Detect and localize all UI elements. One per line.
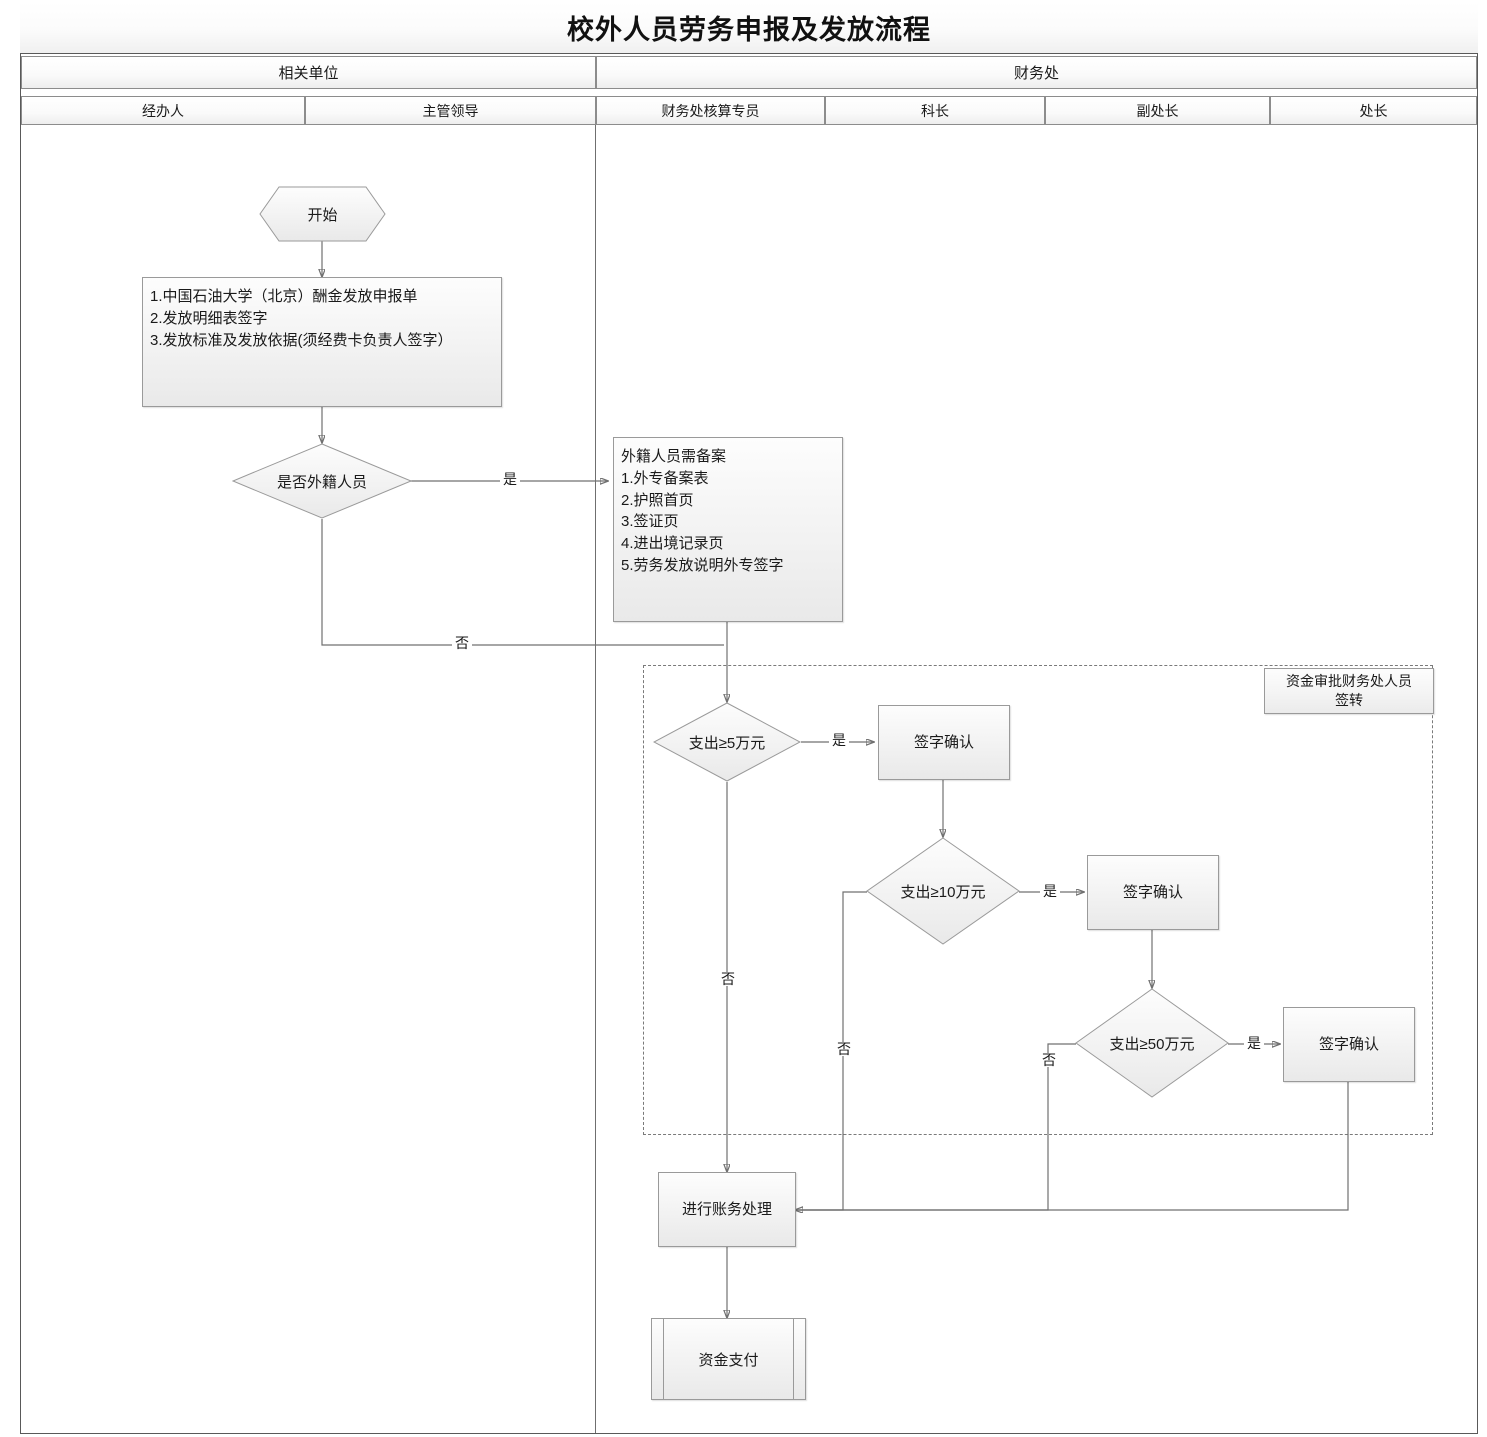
hexagon-shape xyxy=(259,186,386,242)
node-decision-expense-5w[interactable]: 支出≥5万元 xyxy=(653,702,801,782)
role-header-supervisor: 主管领导 xyxy=(305,96,596,125)
node-required-documents[interactable]: 1.中国石油大学（北京）酬金发放申报单 2.发放明细表签字 3.发放标准及发放依… xyxy=(142,277,502,407)
node-fund-payment[interactable]: 资金支付 xyxy=(651,1318,806,1400)
lane-header-related-unit: 相关单位 xyxy=(21,56,596,89)
diamond-shape xyxy=(653,702,801,782)
lane-header-label: 相关单位 xyxy=(278,65,339,82)
funds-approval-annotation: 资金审批财务处人员 签转 xyxy=(1264,668,1434,714)
edge-label-foreign-no: 否 xyxy=(452,636,472,650)
diamond-shape xyxy=(1075,988,1229,1098)
node-decision-expense-10w[interactable]: 支出≥10万元 xyxy=(866,837,1020,945)
node-decision-label: 支出≥5万元 xyxy=(688,734,766,752)
node-decision-label: 支出≥10万元 xyxy=(900,883,986,901)
lane-divider-main xyxy=(595,125,596,1433)
role-header-deputy-director: 副处长 xyxy=(1045,96,1270,125)
diagram-title-bar: 校外人员劳务申报及发放流程 xyxy=(20,2,1478,54)
lane-header-finance-dept: 财务处 xyxy=(596,56,1477,89)
role-header-finance-accountant: 财务处核算专员 xyxy=(596,96,825,125)
role-header-director: 处长 xyxy=(1270,96,1477,125)
edge-label-50w-no: 否 xyxy=(1039,1053,1059,1067)
node-decision-label: 支出≥50万元 xyxy=(1109,1035,1195,1053)
role-header-section-chief: 科长 xyxy=(825,96,1045,125)
edge-label-10w-no: 否 xyxy=(834,1042,854,1056)
node-sign-confirm-1[interactable]: 签字确认 xyxy=(878,705,1010,780)
edge-label-10w-yes: 是 xyxy=(1040,884,1060,898)
role-header-label: 经办人 xyxy=(142,102,184,119)
node-sign-confirm-2[interactable]: 签字确认 xyxy=(1087,855,1219,930)
edge-label-50w-yes: 是 xyxy=(1244,1036,1264,1050)
edge-label-5w-no: 否 xyxy=(718,972,738,986)
edge-label-foreign-yes: 是 xyxy=(500,472,520,486)
node-decision-expense-50w[interactable]: 支出≥50万元 xyxy=(1075,988,1229,1098)
role-header-label: 副处长 xyxy=(1136,102,1179,119)
node-decision-foreign-personnel[interactable]: 是否外籍人员 xyxy=(232,443,412,519)
role-header-label: 处长 xyxy=(1359,102,1388,119)
lane-header-label: 财务处 xyxy=(1013,65,1059,82)
node-accounting-processing[interactable]: 进行账务处理 xyxy=(658,1172,796,1247)
role-header-handler: 经办人 xyxy=(21,96,305,125)
diamond-shape xyxy=(232,443,412,519)
node-start[interactable]: 开始 xyxy=(259,186,386,242)
page-title: 校外人员劳务申报及发放流程 xyxy=(567,15,931,45)
node-decision-label: 是否外籍人员 xyxy=(276,473,367,491)
edge-label-5w-yes: 是 xyxy=(829,733,849,747)
node-foreign-personnel-documents[interactable]: 外籍人员需备案 1.外专备案表 2.护照首页 3.签证页 4.进出境记录页 5.… xyxy=(613,437,843,622)
role-header-label: 科长 xyxy=(921,102,949,119)
node-fund-payment-label: 资金支付 xyxy=(698,1351,759,1369)
role-header-label: 财务处核算专员 xyxy=(661,102,760,119)
diamond-shape xyxy=(866,837,1020,945)
role-header-label: 主管领导 xyxy=(422,102,479,119)
node-sign-confirm-3[interactable]: 签字确认 xyxy=(1283,1007,1415,1082)
node-start-label: 开始 xyxy=(307,206,338,224)
